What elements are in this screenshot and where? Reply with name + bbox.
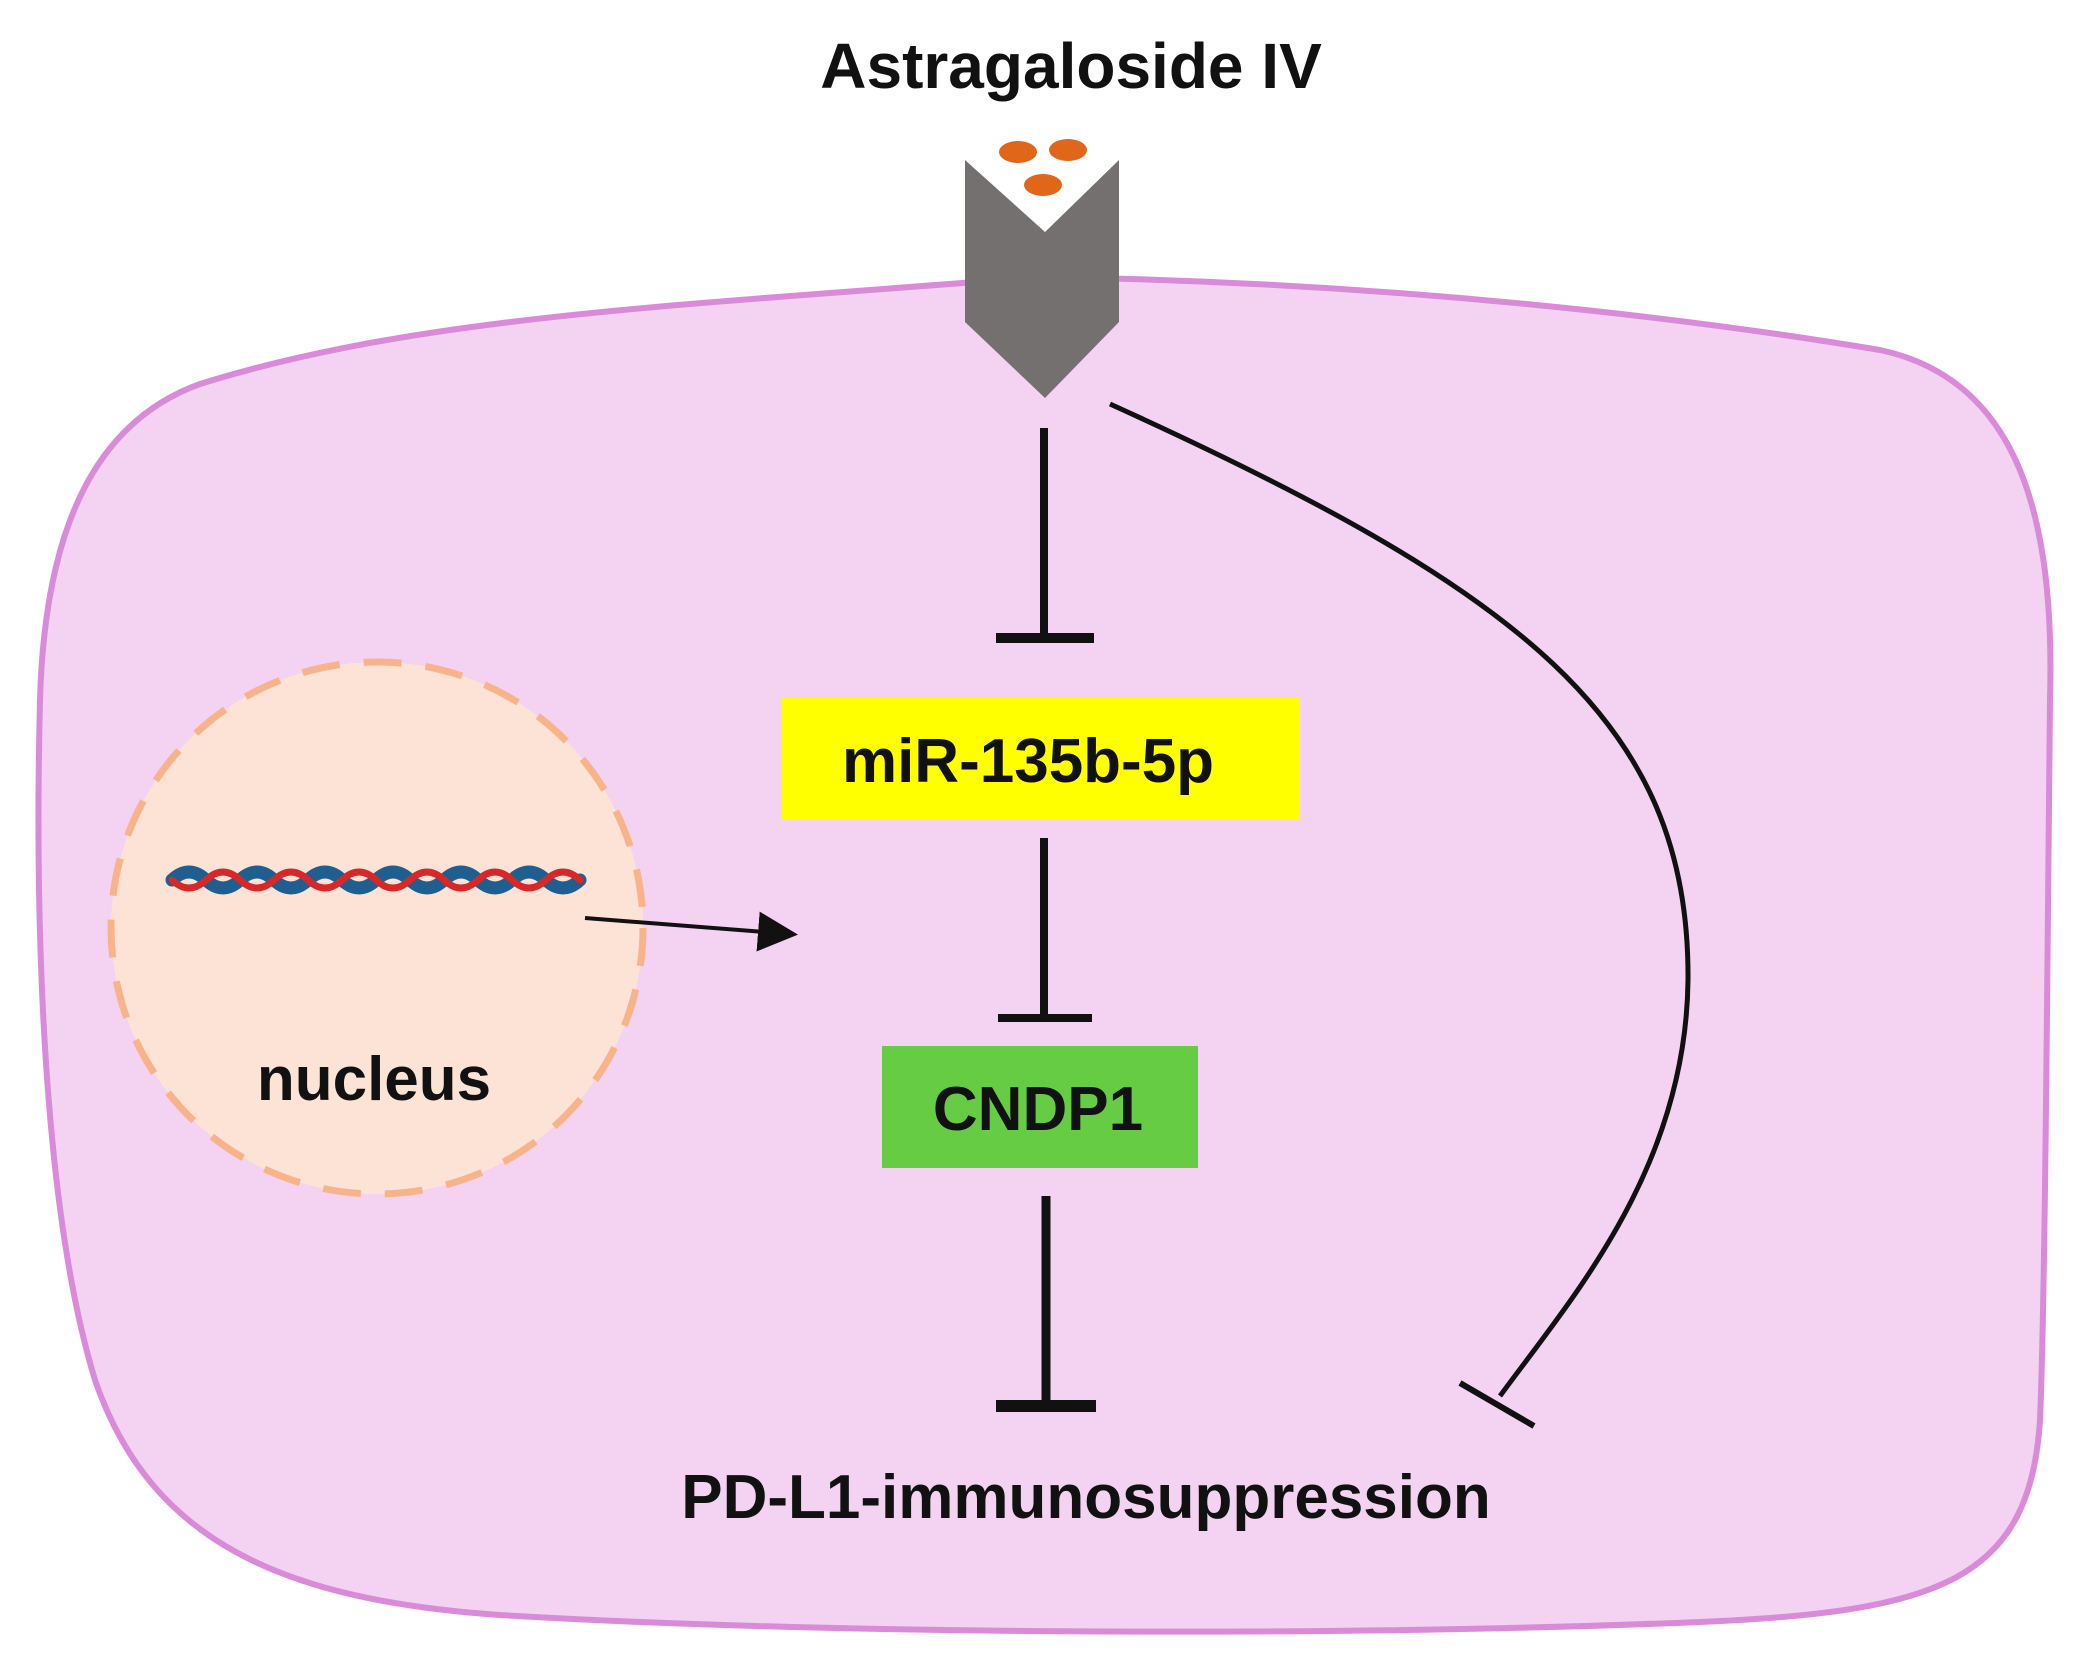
drug-particle (1049, 139, 1087, 161)
outcome-label: PD-L1-immunosuppression (681, 1463, 1491, 1532)
gene-label: CNDP1 (933, 1075, 1143, 1144)
nucleus-label: nucleus (257, 1045, 491, 1114)
receptor-body (965, 160, 1119, 398)
mirna-node: miR-135b-5p (782, 698, 1300, 820)
inhibit-receptor-to-outcome (1108, 401, 1691, 1429)
drug-particle (999, 141, 1037, 163)
drug-title: Astragaloside IV (820, 30, 1322, 102)
receptor-icon (965, 139, 1119, 398)
dna-icon (165, 865, 587, 895)
inhibit-receptor-to-mirna (996, 428, 1094, 643)
drug-particle (1024, 174, 1062, 196)
mirna-box (782, 698, 1300, 820)
nucleus: nucleus (107, 658, 647, 1198)
dna-strand-red (168, 868, 584, 892)
nucleus-export-arrow (584, 911, 798, 952)
nucleus-envelope (107, 658, 647, 1198)
gene-node: CNDP1 (882, 1046, 1198, 1168)
gene-box (882, 1046, 1198, 1168)
inhibit-mirna-to-gene (998, 838, 1092, 1022)
mirna-label: miR-135b-5p (842, 727, 1214, 796)
inhibit-gene-to-outcome (996, 1196, 1096, 1412)
